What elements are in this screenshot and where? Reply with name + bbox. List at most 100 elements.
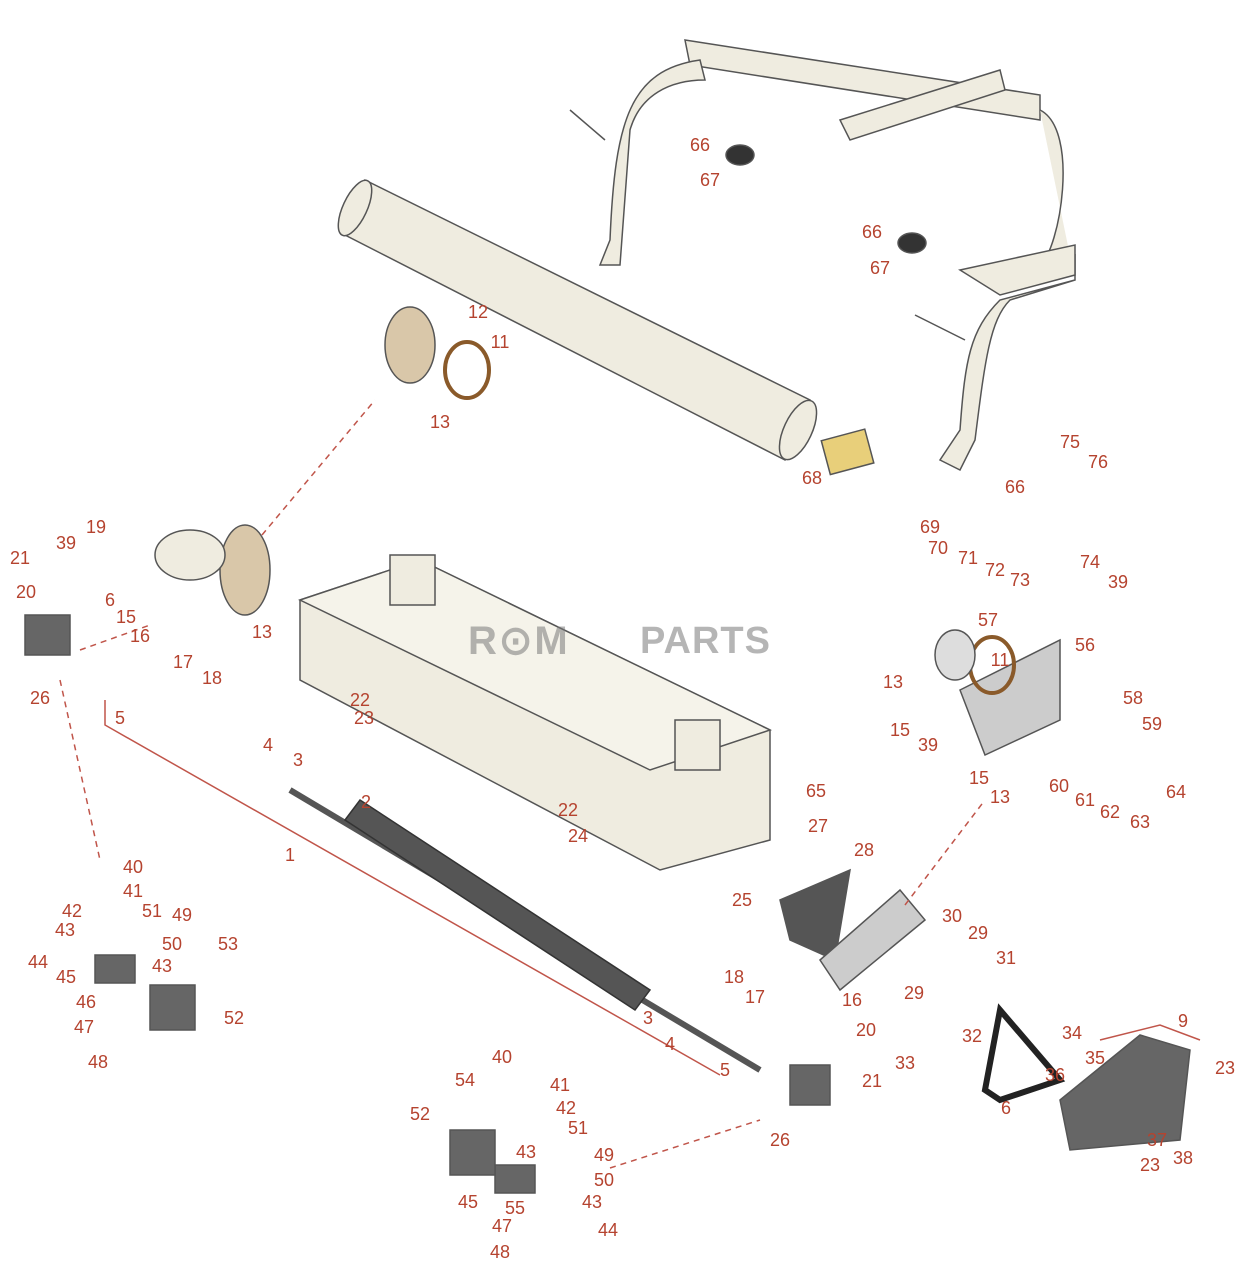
part-callout-61: 61 (1074, 790, 1096, 810)
part-callout-35: 35 (1084, 1048, 1106, 1068)
part-callout-59: 59 (1141, 714, 1163, 734)
part-callout-60: 60 (1048, 776, 1070, 796)
part-callout-75: 75 (1059, 432, 1081, 452)
part-callout-32: 32 (961, 1026, 983, 1046)
watermark-logo: R⊙M (468, 619, 570, 663)
part-callout-65: 65 (805, 781, 827, 801)
part-callout-39: 39 (55, 533, 77, 553)
part-callout-21: 21 (861, 1071, 883, 1091)
part-callout-24: 24 (567, 826, 589, 846)
part-callout-71: 71 (957, 548, 979, 568)
part-callout-51: 51 (141, 901, 163, 921)
main-housing (298, 554, 772, 871)
part-callout-3: 3 (292, 750, 304, 770)
part-callout-38: 38 (1172, 1148, 1194, 1168)
part-callout-41: 41 (549, 1075, 571, 1095)
part-callout-76: 76 (1087, 452, 1109, 472)
part-callout-39: 39 (1107, 572, 1129, 592)
part-callout-29: 29 (903, 983, 925, 1003)
part-callout-37: 37 (1146, 1130, 1168, 1150)
part-callout-72: 72 (984, 560, 1006, 580)
part-callout-13: 13 (882, 672, 904, 692)
part-callout-16: 16 (841, 990, 863, 1010)
part-callout-51: 51 (567, 1118, 589, 1138)
part-callout-6: 6 (104, 590, 116, 610)
part-callout-40: 40 (491, 1047, 513, 1067)
part-callout-54: 54 (454, 1070, 476, 1090)
part-callout-43: 43 (515, 1142, 537, 1162)
part-callout-15: 15 (115, 607, 137, 627)
part-callout-53: 53 (217, 934, 239, 954)
part-callout-43: 43 (54, 920, 76, 940)
part-callout-5: 5 (114, 708, 126, 728)
frame (569, 39, 1076, 472)
part-callout-49: 49 (171, 905, 193, 925)
part-callout-13: 13 (989, 787, 1011, 807)
part-callout-13: 13 (251, 622, 273, 642)
part-callout-42: 42 (61, 901, 83, 921)
part-callout-45: 45 (55, 967, 77, 987)
part-callout-56: 56 (1074, 635, 1096, 655)
part-callout-5: 5 (719, 1060, 731, 1080)
part-callout-20: 20 (15, 582, 37, 602)
small-parts (24, 144, 927, 1194)
part-callout-57: 57 (977, 610, 999, 630)
part-callout-41: 41 (122, 881, 144, 901)
part-callout-12: 12 (467, 302, 489, 322)
part-callout-48: 48 (489, 1242, 511, 1262)
part-callout-3: 3 (642, 1008, 654, 1028)
part-callout-74: 74 (1079, 552, 1101, 572)
part-callout-43: 43 (581, 1192, 603, 1212)
part-callout-63: 63 (1129, 812, 1151, 832)
part-callout-55: 55 (504, 1198, 526, 1218)
part-callout-4: 4 (262, 735, 274, 755)
part-callout-15: 15 (968, 768, 990, 788)
part-callout-18: 18 (723, 967, 745, 987)
part-callout-68: 68 (801, 468, 823, 488)
part-callout-31: 31 (995, 948, 1017, 968)
part-callout-67: 67 (869, 258, 891, 278)
part-callout-16: 16 (129, 626, 151, 646)
part-callout-45: 45 (457, 1192, 479, 1212)
part-callout-11: 11 (490, 332, 510, 352)
part-callout-18: 18 (201, 668, 223, 688)
part-callout-23: 23 (1139, 1155, 1161, 1175)
part-callout-48: 48 (87, 1052, 109, 1072)
part-callout-52: 52 (223, 1008, 245, 1028)
part-callout-27: 27 (807, 816, 829, 836)
part-callout-66: 66 (861, 222, 883, 242)
part-callout-66: 66 (1004, 477, 1026, 497)
part-callout-6: 6 (1000, 1098, 1012, 1118)
part-callout-66: 66 (689, 135, 711, 155)
part-callout-33: 33 (894, 1053, 916, 1073)
part-callout-15: 15 (889, 720, 911, 740)
part-callout-17: 17 (744, 987, 766, 1007)
part-callout-67: 67 (699, 170, 721, 190)
part-callout-4: 4 (664, 1034, 676, 1054)
part-callout-22: 22 (349, 690, 371, 710)
part-callout-42: 42 (555, 1098, 577, 1118)
part-callout-34: 34 (1061, 1023, 1083, 1043)
part-callout-44: 44 (597, 1220, 619, 1240)
part-callout-50: 50 (161, 934, 183, 954)
part-callout-70: 70 (927, 538, 949, 558)
watermark-text: PARTS (640, 620, 771, 662)
part-callout-46: 46 (75, 992, 97, 1012)
part-callout-17: 17 (172, 652, 194, 672)
part-callout-69: 69 (919, 517, 941, 537)
part-callout-50: 50 (593, 1170, 615, 1190)
part-callout-43: 43 (151, 956, 173, 976)
part-callout-19: 19 (85, 517, 107, 537)
part-callout-21: 21 (9, 548, 31, 568)
part-callout-44: 44 (27, 952, 49, 972)
part-callout-28: 28 (853, 840, 875, 860)
part-callout-26: 26 (29, 688, 51, 708)
part-callout-13: 13 (429, 412, 451, 432)
part-callout-64: 64 (1165, 782, 1187, 802)
part-callout-30: 30 (941, 906, 963, 926)
part-callout-39: 39 (917, 735, 939, 755)
part-callout-58: 58 (1122, 688, 1144, 708)
part-callout-52: 52 (409, 1104, 431, 1124)
part-callout-73: 73 (1009, 570, 1031, 590)
part-callout-23: 23 (1214, 1058, 1236, 1078)
